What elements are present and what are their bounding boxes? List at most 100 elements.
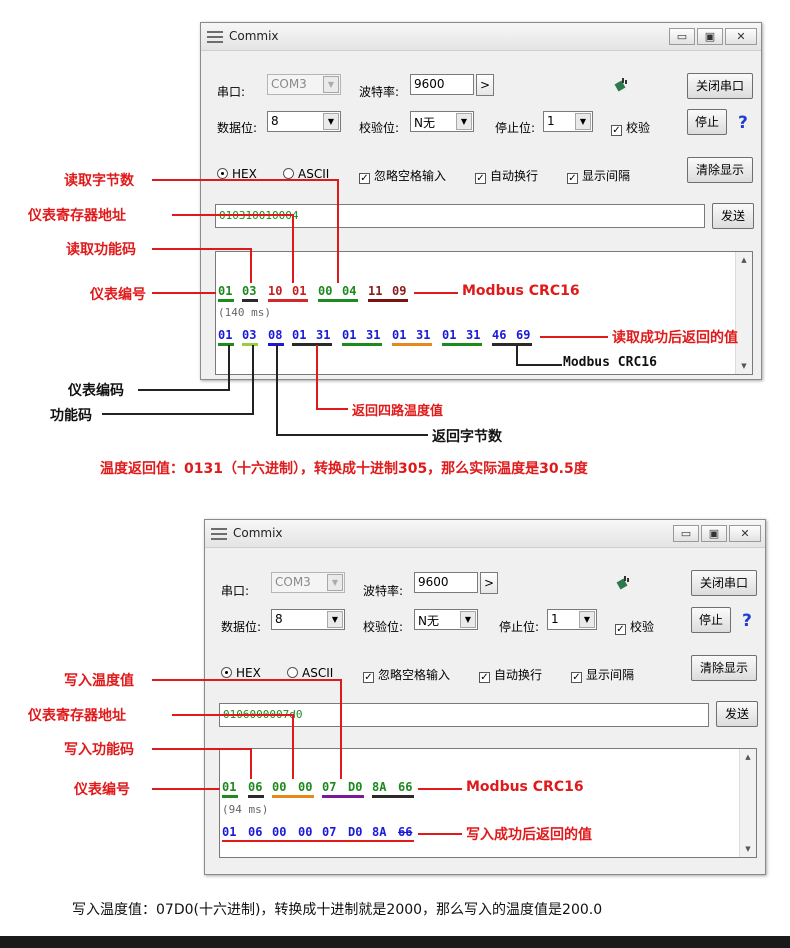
annotation-register-address: 仪表寄存器地址 (28, 208, 126, 224)
scroll-down-icon[interactable]: ▼ (745, 845, 751, 853)
help-icon[interactable]: ? (742, 611, 752, 631)
clear-display-button[interactable]: 清除显示 (691, 655, 757, 681)
connector-line (250, 748, 252, 779)
port-select[interactable]: COM3 ▼ (267, 74, 341, 95)
output-area[interactable]: ▲ ▼ (219, 748, 757, 858)
byte-underline (442, 343, 482, 346)
ignore-space-checkbox[interactable]: ✓忽略空格输入 (359, 167, 446, 184)
connector-line (337, 179, 339, 283)
caption-write-explanation: 写入温度值：07D0(十六进制)，转换成十进制就是2000，那么写入的温度值是2… (72, 902, 603, 918)
show-gap-checkbox[interactable]: ✓显示间隔 (567, 167, 630, 184)
baud-more-button[interactable]: > (476, 74, 494, 96)
ascii-radio[interactable]: ASCII (287, 666, 333, 680)
connector-line (152, 788, 220, 790)
hex-byte: 01 (292, 328, 307, 342)
close-port-button[interactable]: 关闭串口 (687, 73, 753, 99)
hex-label: HEX (232, 167, 257, 181)
databits-select[interactable]: 8 ▼ (271, 609, 345, 630)
connector-line (292, 214, 294, 283)
auto-wrap-checkbox[interactable]: ✓自动换行 (479, 666, 542, 683)
title-bar[interactable]: Commix ▭ ▣ ✕ (205, 520, 765, 548)
stopbits-select[interactable]: 1 ▼ (543, 111, 593, 132)
hex-byte: 00 (272, 825, 287, 839)
hex-byte: 66 (398, 780, 413, 794)
vertical-scrollbar[interactable]: ▲ ▼ (739, 749, 756, 857)
hex-radio[interactable]: HEX (217, 167, 257, 181)
scroll-up-icon[interactable]: ▲ (745, 753, 751, 761)
scroll-up-icon[interactable]: ▲ (741, 256, 747, 264)
ascii-radio[interactable]: ASCII (283, 167, 329, 181)
chevron-down-icon[interactable]: ▼ (456, 113, 472, 130)
clear-display-button[interactable]: 清除显示 (687, 157, 753, 183)
hex-byte: 00 (272, 780, 287, 794)
close-button[interactable]: ✕ (725, 28, 757, 45)
send-button[interactable]: 发送 (712, 203, 754, 229)
baud-more-button[interactable]: > (480, 572, 498, 594)
parity-select[interactable]: N无 ▼ (410, 111, 474, 132)
chevron-down-icon[interactable]: ▼ (323, 113, 339, 130)
parity-select[interactable]: N无 ▼ (414, 609, 478, 630)
auto-wrap-label: 自动换行 (490, 169, 539, 183)
chevron-down-icon[interactable]: ▼ (575, 113, 591, 130)
ignore-space-checkbox[interactable]: ✓忽略空格输入 (363, 666, 450, 683)
verify-checkbox[interactable]: ✓校验 (615, 618, 654, 635)
verify-label: 校验 (630, 620, 655, 634)
chevron-down-icon[interactable]: ▼ (579, 611, 595, 628)
app-menu-icon (211, 528, 227, 540)
hex-label: HEX (236, 666, 261, 680)
window-title: Commix (233, 526, 283, 540)
baud-input[interactable]: 9600 (410, 74, 474, 95)
connector-line (276, 345, 278, 435)
tx-time: (140 ms) (218, 306, 271, 319)
maximize-button[interactable]: ▣ (701, 525, 727, 542)
plug-connected-icon (616, 576, 629, 590)
close-port-button[interactable]: 关闭串口 (691, 570, 757, 596)
stopbits-value: 1 (551, 612, 559, 626)
hex-byte: 66 (398, 825, 413, 839)
send-button[interactable]: 发送 (716, 701, 758, 727)
app-menu-icon (207, 31, 223, 43)
command-input[interactable]: 0106000007d0 (219, 703, 709, 727)
close-button[interactable]: ✕ (729, 525, 761, 542)
checkmark-icon: ✓ (479, 672, 490, 683)
maximize-button[interactable]: ▣ (697, 28, 723, 45)
hex-radio[interactable]: HEX (221, 666, 261, 680)
connector-line (292, 714, 294, 779)
byte-underline (392, 343, 432, 346)
chevron-down-icon[interactable]: ▼ (327, 574, 343, 591)
stop-button[interactable]: 停止 (687, 109, 727, 135)
chevron-down-icon[interactable]: ▼ (323, 76, 339, 93)
output-area[interactable]: ▲ ▼ (215, 251, 753, 375)
ascii-label: ASCII (298, 167, 330, 181)
annotation-device-code: 仪表编码 (68, 383, 124, 399)
byte-underline (292, 343, 332, 346)
chevron-down-icon[interactable]: ▼ (460, 611, 476, 628)
minimize-button[interactable]: ▭ (669, 28, 695, 45)
stop-button[interactable]: 停止 (691, 607, 731, 633)
title-bar[interactable]: Commix ▭ ▣ ✕ (201, 23, 761, 51)
port-select[interactable]: COM3 ▼ (271, 572, 345, 593)
connector-line (418, 833, 462, 835)
connector-line (172, 214, 294, 216)
chevron-down-icon[interactable]: ▼ (327, 611, 343, 628)
connector-line (172, 714, 294, 716)
minimize-button[interactable]: ▭ (673, 525, 699, 542)
auto-wrap-checkbox[interactable]: ✓自动换行 (475, 167, 538, 184)
help-icon[interactable]: ? (738, 113, 748, 133)
byte-underline (268, 299, 308, 302)
annotation-four-temps: 返回四路温度值 (352, 404, 444, 419)
verify-checkbox[interactable]: ✓校验 (611, 119, 650, 136)
databits-select[interactable]: 8 ▼ (267, 111, 341, 132)
hex-byte: 01 (222, 780, 237, 794)
radio-selected-icon (221, 667, 232, 678)
stopbits-select[interactable]: 1 ▼ (547, 609, 597, 630)
baud-input[interactable]: 9600 (414, 572, 478, 593)
connector-line (250, 248, 252, 283)
show-gap-checkbox[interactable]: ✓显示间隔 (571, 666, 634, 683)
vertical-scrollbar[interactable]: ▲ ▼ (735, 252, 752, 374)
connector-line (102, 413, 254, 415)
scroll-down-icon[interactable]: ▼ (741, 362, 747, 370)
parity-value: N无 (418, 614, 439, 628)
hex-byte: 01 (218, 328, 233, 342)
